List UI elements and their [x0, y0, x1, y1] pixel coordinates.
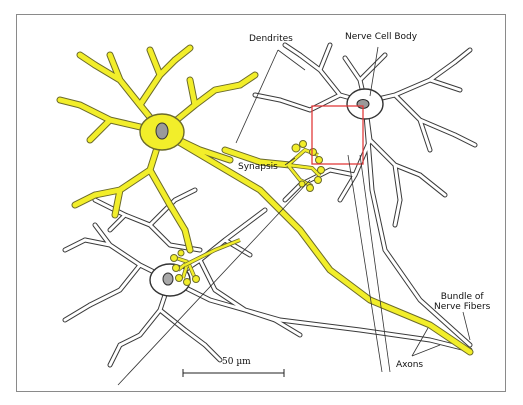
yellow-neuron-outline [60, 48, 470, 352]
label-bundle-of-nerve-fibers: Bundle of Nerve Fibers [434, 292, 490, 313]
label-nerve-cell-body: Nerve Cell Body [345, 33, 417, 42]
label-dendrites: Dendrites [249, 35, 293, 44]
scale-bar-label: 50 µm [222, 357, 251, 367]
label-axons: Axons [396, 361, 423, 370]
lower-left-nucleus [163, 273, 173, 285]
yellow-nucleus [156, 123, 168, 139]
label-bundle-line2: Nerve Fibers [434, 302, 490, 312]
label-synapsis: Synapsis [238, 163, 278, 172]
label-bundle-line1: Bundle of [441, 292, 484, 302]
scale-bar [183, 369, 284, 377]
